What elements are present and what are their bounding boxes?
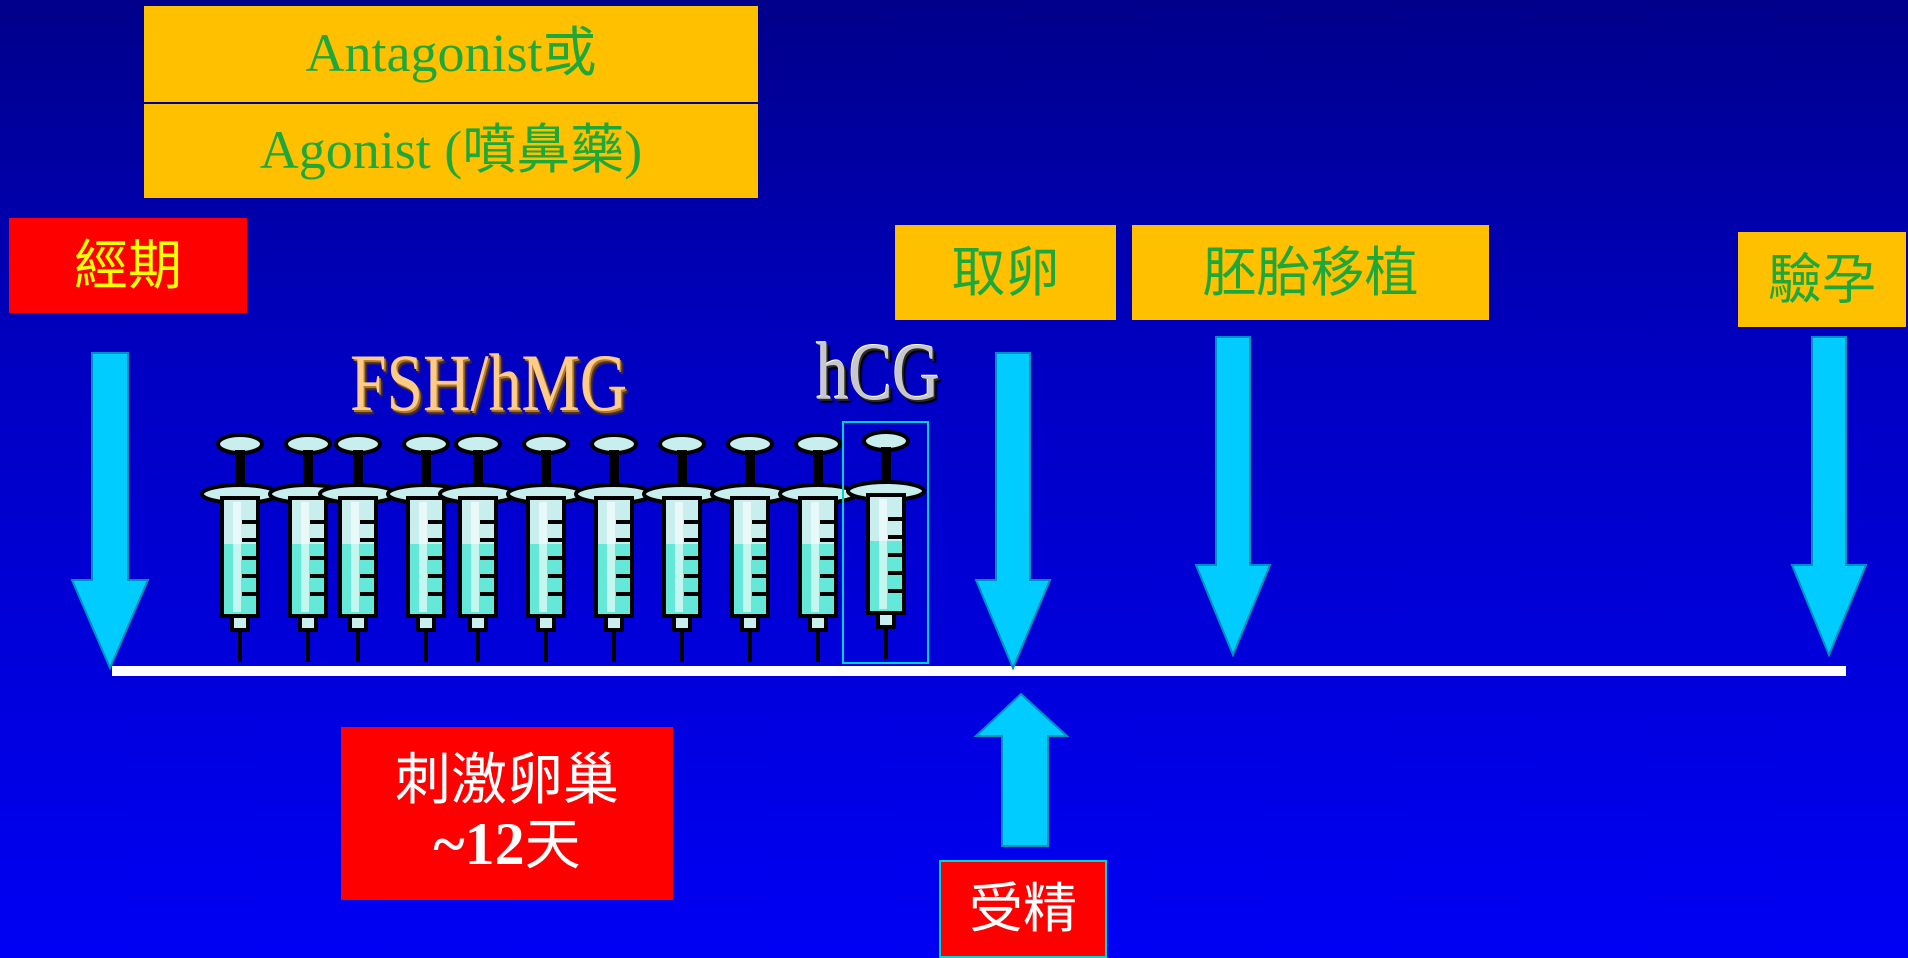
syringe-icon [386,433,466,662]
syringe-icon [268,433,348,662]
stimulation-unit: 天 [524,813,581,879]
stimulation-duration: ~12天 [433,811,580,877]
syringe-icon [506,433,586,662]
hcg-selection-frame [842,421,929,664]
down-arrow-icon [974,352,1052,671]
down-arrow-icon [1194,336,1272,658]
stimulation-title: 刺激卵巢 [395,747,619,813]
syringe-icon [848,432,924,659]
egg-retrieval-label: 取卵 [895,225,1116,320]
stimulation-days: ~12 [433,811,525,878]
syringe-icon [438,433,518,662]
down-arrow-icon [70,352,150,671]
fsh-hmg-title: FSH/hMG [350,337,628,428]
down-arrow-icon [1790,336,1868,658]
syringe-icon [200,433,280,662]
syringe-icon [710,433,790,662]
syringe-icon [778,433,858,662]
syringe-icon [574,433,654,662]
syringe-icon [318,433,398,662]
drug-box-line1: Antagonist或 [144,6,758,102]
period-label: 經期 [9,218,247,313]
embryo-transfer-label: 胚胎移植 [1132,225,1489,320]
ovarian-stimulation-box: 刺激卵巢 ~12天 [341,727,673,900]
syringe-icon [642,433,722,662]
hcg-title: hCG [816,326,940,417]
pregnancy-test-label: 驗孕 [1738,232,1906,327]
fertilization-label: 受精 [939,860,1107,958]
drug-box-line2: Agonist (噴鼻藥) [144,104,758,198]
up-arrow-icon [973,692,1070,847]
